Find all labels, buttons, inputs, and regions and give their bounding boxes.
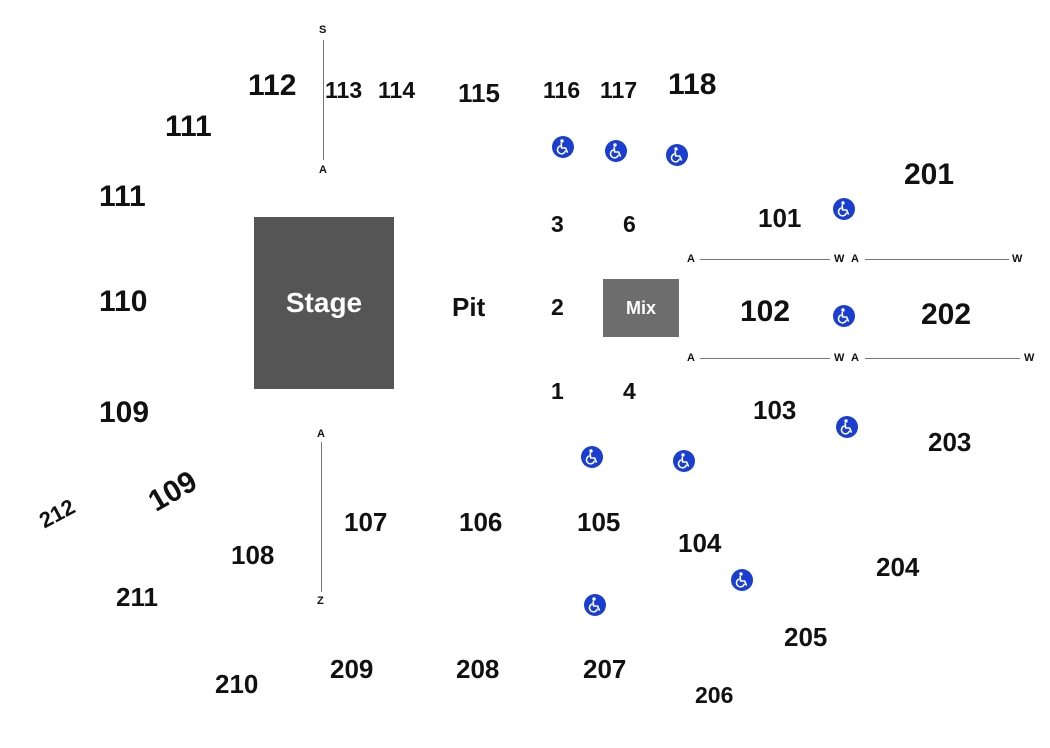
section-117[interactable]: 117: [600, 77, 638, 103]
row-marker-a-left: A: [317, 428, 325, 440]
floor-section-3[interactable]: 3: [551, 211, 564, 237]
section-212[interactable]: 212: [35, 494, 79, 533]
section-207[interactable]: 207: [583, 654, 627, 684]
floor-section-4[interactable]: 4: [623, 378, 636, 404]
mix-label: Mix: [625, 297, 656, 318]
section-204[interactable]: 204: [876, 552, 920, 582]
row-line-r2b: [865, 358, 1020, 359]
section-109[interactable]: 109: [99, 396, 150, 429]
stage[interactable]: Stage: [254, 217, 394, 389]
row-marker-w-r2b: W: [1024, 352, 1035, 364]
wheelchair-accessible-icon[interactable]: [731, 569, 753, 591]
section-203[interactable]: 203: [928, 427, 972, 457]
section-211[interactable]: 211: [116, 582, 158, 612]
row-marker-a-r1a: A: [687, 253, 695, 265]
floor-section-1[interactable]: 1: [551, 378, 564, 404]
section-105[interactable]: 105: [577, 507, 621, 537]
section-109-angled-label: 109: [142, 464, 203, 519]
row-line-top: [323, 40, 324, 160]
section-108[interactable]: 108: [231, 540, 275, 570]
floor-section-2[interactable]: 2: [551, 294, 564, 320]
wheelchair-accessible-icon[interactable]: [605, 140, 627, 162]
row-marker-w-r2a: W: [834, 352, 845, 364]
section-101[interactable]: 101: [758, 203, 802, 233]
section-112[interactable]: 112: [248, 69, 297, 102]
wheelchair-accessible-icon[interactable]: [581, 446, 603, 468]
row-line-r1a: [700, 259, 830, 260]
section-103[interactable]: 103: [753, 395, 797, 425]
stage-label: Stage: [285, 287, 363, 318]
section-205[interactable]: 205: [784, 622, 828, 652]
row-line-left: [321, 442, 322, 592]
section-109-angled[interactable]: 109: [143, 465, 203, 519]
row-marker-w-r1b: W: [1012, 253, 1023, 265]
pit-section[interactable]: Pit: [452, 292, 486, 322]
section-102[interactable]: 102: [740, 295, 791, 328]
row-marker-z-left: Z: [317, 595, 324, 607]
section-113[interactable]: 113: [325, 77, 363, 103]
section-201[interactable]: 201: [904, 158, 955, 191]
wheelchair-accessible-icon[interactable]: [836, 416, 858, 438]
section-206[interactable]: 206: [695, 682, 734, 708]
wheelchair-accessible-icon[interactable]: [666, 144, 688, 166]
row-marker-w-r1a: W: [834, 253, 845, 265]
row-marker-a-r2a: A: [687, 352, 695, 364]
row-line-r2a: [700, 358, 830, 359]
section-115[interactable]: 115: [458, 78, 500, 108]
section-110[interactable]: 110: [99, 285, 148, 318]
section-114[interactable]: 114: [378, 77, 416, 103]
section-212-label: 212: [35, 493, 80, 534]
section-209[interactable]: 209: [330, 654, 374, 684]
section-210[interactable]: 210: [215, 669, 259, 699]
section-202[interactable]: 202: [921, 298, 972, 331]
row-marker-a-r2b: A: [851, 352, 859, 364]
section-111-upper[interactable]: 111: [165, 110, 212, 143]
section-111-lower[interactable]: 111: [99, 180, 146, 213]
row-marker-a-top: A: [319, 164, 327, 176]
section-106[interactable]: 106: [459, 507, 503, 537]
section-208[interactable]: 208: [456, 654, 500, 684]
row-line-r1b: [865, 259, 1009, 260]
section-116[interactable]: 116: [543, 77, 581, 103]
wheelchair-accessible-icon[interactable]: [552, 136, 574, 158]
wheelchair-accessible-icon[interactable]: [673, 450, 695, 472]
section-118[interactable]: 118: [668, 68, 717, 101]
section-107[interactable]: 107: [344, 507, 388, 537]
row-marker-a-r1b: A: [851, 253, 859, 265]
wheelchair-accessible-icon[interactable]: [833, 198, 855, 220]
wheelchair-accessible-icon[interactable]: [584, 594, 606, 616]
mix-booth: Mix: [603, 279, 679, 337]
row-marker-s-top: S: [319, 24, 327, 36]
floor-section-6[interactable]: 6: [623, 211, 636, 237]
section-104[interactable]: 104: [678, 528, 722, 558]
wheelchair-accessible-icon[interactable]: [833, 305, 855, 327]
